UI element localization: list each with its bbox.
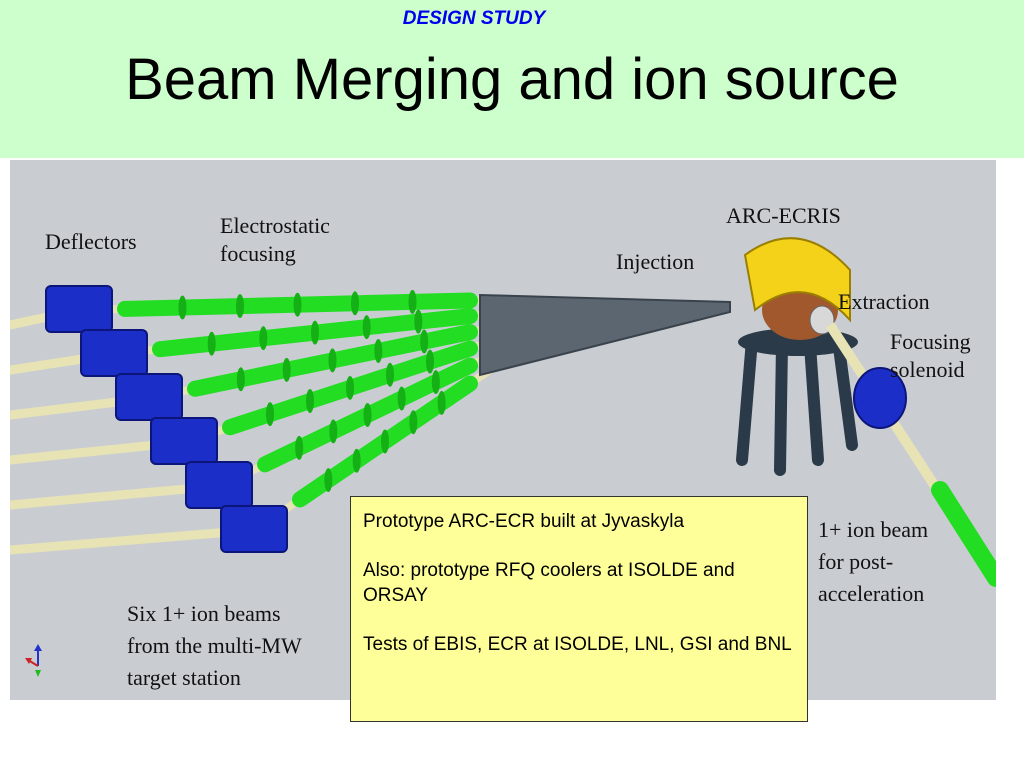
lens-ring-6-2 <box>352 448 361 473</box>
lens-ring-2-4 <box>362 315 371 340</box>
lens-ring-2-3 <box>311 320 319 345</box>
deflector-box-3 <box>115 373 183 421</box>
lens-ring-3-2 <box>282 357 291 382</box>
axis-triad-icon <box>22 640 58 680</box>
stand-leg-1 <box>736 334 758 466</box>
deflector-box-1 <box>45 285 113 333</box>
beamline-figure: Deflectors Electrostatic focusing ARC-EC… <box>10 160 996 700</box>
lens-ring-3-1 <box>236 367 245 392</box>
note-line-1: Prototype ARC-ECR built at Jyvaskyla <box>363 511 685 532</box>
note-line-3: Tests of EBIS, ECR at ISOLDE, LNL, GSI a… <box>363 634 792 655</box>
lens-ring-1-5 <box>408 289 417 314</box>
label-output-beam: 1+ ion beam for post- acceleration <box>818 517 929 606</box>
lens-ring-5-1 <box>295 435 304 460</box>
focusing-solenoid <box>853 367 907 429</box>
injection-funnel <box>479 293 731 377</box>
lens-ring-5-5 <box>431 370 440 395</box>
lens-ring-4-4 <box>386 362 394 387</box>
label-input-beams: Six 1+ ion beams from the multi-MW targe… <box>127 601 302 690</box>
lens-ring-4-2 <box>306 389 314 414</box>
label-focusing-solenoid: Focusing solenoid <box>890 329 971 382</box>
lens-ring-5-2 <box>329 419 338 444</box>
lens-ring-2-2 <box>259 326 268 351</box>
lens-ring-2-1 <box>207 331 216 356</box>
slide-title: Beam Merging and ion source <box>125 47 899 112</box>
deflector-box-2 <box>80 329 148 377</box>
lens-ring-2-5 <box>414 309 423 334</box>
label-electrostatic-focusing: Electrostatic focusing <box>220 213 330 266</box>
lens-ring-1-3 <box>293 292 302 317</box>
slide-header: DESIGN STUDY Beam Merging and ion source <box>0 0 1024 158</box>
lens-ring-3-3 <box>328 348 337 373</box>
arc-ecris-magnet <box>743 237 851 323</box>
lens-ring-5-4 <box>397 386 406 411</box>
stand-platform <box>738 328 858 356</box>
lens-ring-6-5 <box>437 390 446 415</box>
beamline-diagram <box>10 237 996 587</box>
lens-ring-1-2 <box>236 294 244 319</box>
note-line-2: Also: prototype RFQ coolers at ISOLDE an… <box>363 560 735 606</box>
stand-leg-2 <box>774 339 788 476</box>
input-pipe-6 <box>10 525 260 555</box>
deflector-box-4 <box>150 417 218 465</box>
stand-leg-4 <box>832 334 858 451</box>
lens-ring-4-1 <box>266 402 274 427</box>
lens-ring-4-5 <box>426 349 434 374</box>
lens-ring-3-5 <box>420 329 429 354</box>
lens-ring-6-3 <box>381 429 389 454</box>
deflector-box-6 <box>220 505 288 553</box>
output-focusing-lens <box>931 481 996 587</box>
label-extraction: Extraction <box>838 289 930 314</box>
design-study-label: DESIGN STUDY <box>402 8 546 29</box>
stand-leg-3 <box>804 339 824 466</box>
info-note: Prototype ARC-ECR built at Jyvaskyla Als… <box>350 496 808 722</box>
label-injection: Injection <box>616 249 695 274</box>
label-deflectors: Deflectors <box>45 229 137 254</box>
lens-ring-6-4 <box>409 410 418 435</box>
lens-ring-1-4 <box>351 291 359 316</box>
lens-ring-3-4 <box>374 338 383 363</box>
label-arc-ecris: ARC-ECRIS <box>726 203 841 228</box>
lens-ring-1-1 <box>178 295 187 320</box>
deflector-box-5 <box>185 461 253 509</box>
lens-ring-5-3 <box>363 402 372 427</box>
lens-ring-6-1 <box>324 468 333 493</box>
lens-ring-4-3 <box>346 375 354 400</box>
